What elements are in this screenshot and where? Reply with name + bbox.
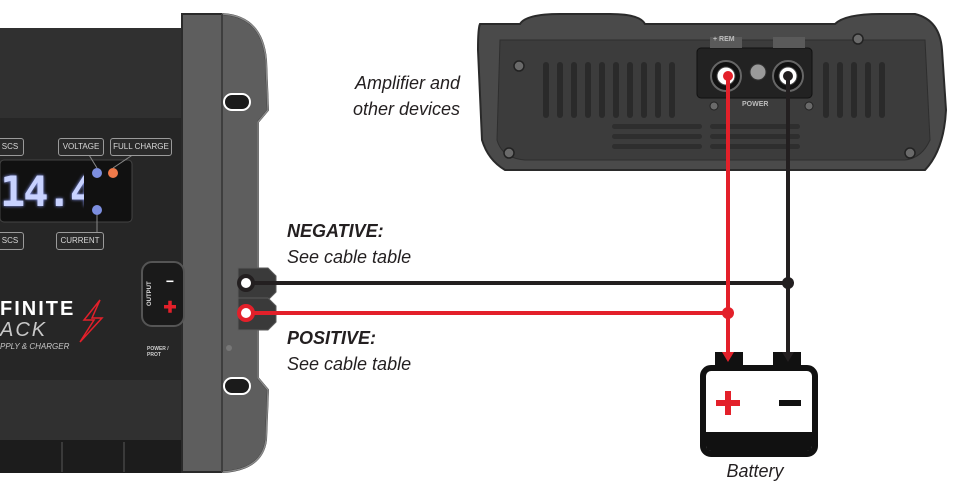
amplifier-vents-left <box>543 62 675 118</box>
amplifier-vents-right <box>823 62 885 118</box>
full-charge-led <box>108 168 118 178</box>
negative-junction <box>782 277 794 289</box>
amplifier-device <box>476 13 948 171</box>
charger-negative-terminal <box>237 274 255 292</box>
lightning-icon <box>79 299 104 343</box>
mount-slot-top <box>223 93 251 111</box>
full-charge-tag: FULL CHARGE <box>110 138 172 156</box>
charger-positive-terminal <box>237 304 255 322</box>
amplifier-vents-bottom <box>612 124 800 149</box>
scs-tag-bottom: SCS <box>0 232 24 250</box>
battery-minus-icon <box>779 400 801 406</box>
brand-line2: ACK <box>0 319 48 341</box>
negative-label: NEGATIVE: See cable table <box>287 218 411 270</box>
charger-vent-strip <box>0 440 182 473</box>
voltage-tag: VOLTAGE <box>58 138 104 156</box>
amp-terminal-label: + REM <box>713 36 735 43</box>
output-panel <box>141 261 185 327</box>
positive-junction <box>722 307 734 319</box>
svg-text:−: − <box>166 273 174 289</box>
mount-slot-bottom <box>223 377 251 395</box>
brand-line3: PPLY & CHARGER <box>0 342 70 351</box>
positive-title: POSITIVE: <box>287 328 377 348</box>
amplifier-label-line2: other devices <box>352 99 460 119</box>
amplifier-label: Amplifier and other devices <box>330 70 460 122</box>
current-tag: CURRENT <box>56 232 104 250</box>
positive-label: POSITIVE: See cable table <box>287 325 411 377</box>
voltage-led <box>92 168 102 178</box>
power-prot-line1: POWER / <box>147 346 169 352</box>
amp-rem-terminal <box>749 63 767 81</box>
battery <box>700 352 818 457</box>
current-led <box>92 205 102 215</box>
positive-subtitle: See cable table <box>287 354 412 374</box>
amplifier-label-line1: Amplifier and <box>354 73 460 93</box>
negative-subtitle: See cable table <box>287 247 412 267</box>
power-supply-charger: − <box>0 13 277 473</box>
brand-line1: FINITE <box>0 298 76 320</box>
charger-side-frame <box>181 13 270 473</box>
wires <box>237 71 794 362</box>
negative-title: NEGATIVE: <box>287 221 384 241</box>
power-prot-line2: PROT <box>147 352 161 358</box>
power-prot-label: POWER / PROT <box>147 346 169 358</box>
output-label: OUTPUT <box>147 281 153 306</box>
amp-power-label: POWER <box>742 101 769 108</box>
lcd-display-value: 14.4 <box>0 170 84 214</box>
scs-tag-top: SCS <box>0 138 24 156</box>
battery-label: Battery <box>726 461 784 481</box>
